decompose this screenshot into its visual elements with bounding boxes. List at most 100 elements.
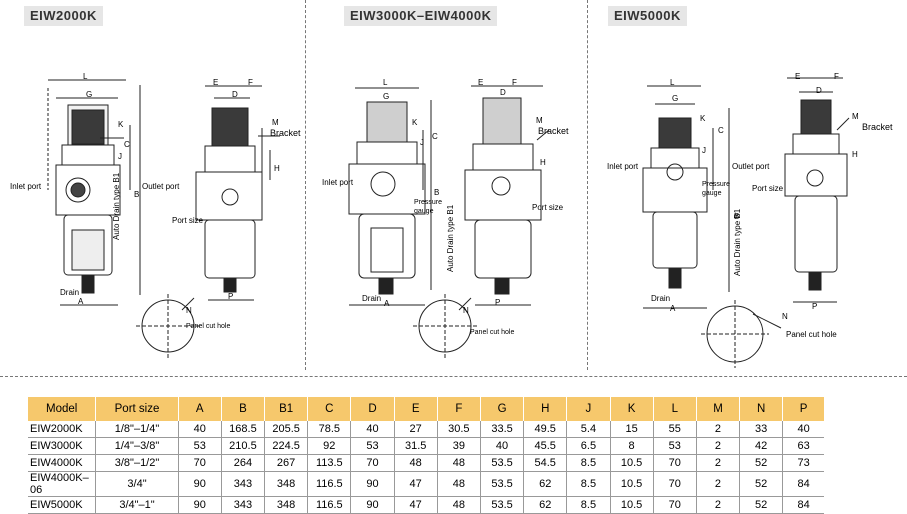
dim-label-b: B — [134, 190, 140, 199]
table-cell: 52 — [739, 471, 784, 497]
panel-title-eiw2000k: EIW2000K — [24, 6, 103, 26]
table-cell: 40 — [480, 437, 525, 455]
dim-label-k: K — [700, 114, 706, 123]
dim-label-m: M — [852, 112, 859, 121]
table-cell: 205.5 — [264, 421, 309, 438]
table-cell: 2 — [696, 421, 741, 438]
panel-cut-hole-label: Panel cut hole — [470, 329, 515, 336]
dim-label-c: C — [124, 140, 130, 149]
table-cell: 168.5 — [221, 421, 266, 438]
dim-label-e: E — [213, 78, 219, 87]
model-cell: EIW2000K — [28, 421, 97, 438]
table-cell: 264 — [221, 454, 266, 472]
dim-label-f: F — [248, 78, 253, 87]
dim-label-g: G — [672, 94, 679, 103]
col-header: L — [653, 397, 697, 421]
dim-label-b: B — [434, 188, 440, 197]
table-cell: 15 — [610, 421, 654, 438]
table-cell: 3/4" — [95, 471, 179, 497]
outlet-port-label: Outlet port — [142, 182, 180, 191]
dim-label-p: P — [495, 298, 501, 307]
col-header: P — [782, 397, 824, 421]
dim-label-c: C — [432, 132, 438, 141]
dim-label-e: E — [478, 78, 484, 87]
col-header: J — [566, 397, 611, 421]
dim-label-g: G — [86, 90, 93, 99]
table-cell: 84 — [782, 496, 824, 514]
dim-label-h: H — [274, 164, 280, 173]
table-cell: 70 — [350, 454, 395, 472]
table-cell: 116.5 — [307, 471, 352, 497]
table-cell: 1/8"–1/4" — [95, 421, 179, 438]
dim-label-n: N — [186, 306, 192, 315]
table-cell: 53.5 — [480, 496, 525, 514]
table-cell: 53.5 — [480, 454, 525, 472]
table-cell: 53 — [350, 437, 395, 455]
table-cell: 40 — [782, 421, 824, 438]
table-cell: 70 — [653, 471, 697, 497]
table-cell: 78.5 — [307, 421, 352, 438]
table-cell: 267 — [264, 454, 309, 472]
table-header-row: Model Port size A B B1 C D E F G H J K L… — [28, 397, 824, 421]
table-cell: 8.5 — [566, 454, 611, 472]
model-cell: EIW3000K — [28, 437, 97, 455]
bracket-label: Bracket — [270, 128, 301, 138]
table-cell: 348 — [264, 496, 309, 514]
panel-title-eiw3000k-4000k: EIW3000K–EIW4000K — [344, 6, 498, 26]
table-cell: 63 — [782, 437, 824, 455]
dim-label-c: C — [718, 126, 724, 135]
col-header: B — [221, 397, 266, 421]
col-header: M — [696, 397, 741, 421]
col-header: B1 — [264, 397, 309, 421]
dim-label-p: P — [228, 292, 234, 301]
table-cell: 53 — [178, 437, 222, 455]
table-cell: 90 — [350, 471, 395, 497]
outlet-port-label: Outlet port — [732, 162, 770, 171]
dim-label-j: J — [702, 146, 706, 155]
table-cell: 53.5 — [480, 471, 525, 497]
table-cell: 90 — [178, 471, 222, 497]
inlet-port-label: Inlet port — [322, 178, 354, 187]
table-cell: 40 — [350, 421, 395, 438]
col-header: N — [739, 397, 784, 421]
drain-label: Drain — [362, 294, 382, 303]
table-cell: 48 — [437, 496, 481, 514]
col-header: F — [437, 397, 481, 421]
table-cell: 1/4"–3/8" — [95, 437, 179, 455]
model-cell: EIW5000K — [28, 496, 97, 514]
table-cell: 10.5 — [610, 496, 654, 514]
pressure-gauge-label: Pressure gauge — [414, 199, 443, 215]
drain-label: Drain — [651, 294, 671, 303]
dim-label-l: L — [83, 72, 88, 81]
table-cell: 49.5 — [523, 421, 568, 438]
port-size-label: Port size — [532, 203, 564, 212]
table-cell: 42 — [739, 437, 784, 455]
col-header: D — [350, 397, 395, 421]
table-cell: 3/4"–1" — [95, 496, 179, 514]
model-cell: EIW4000K — [28, 454, 97, 472]
table-cell: 5.4 — [566, 421, 611, 438]
dim-label-f: F — [834, 72, 839, 81]
table-cell: 53 — [653, 437, 697, 455]
table-cell: 343 — [221, 471, 266, 497]
dim-label-n: N — [782, 312, 788, 321]
model-cell: EIW4000K–06 — [28, 471, 97, 497]
dim-label-k: K — [118, 120, 124, 129]
auto-drain-label: Auto Drain type B1 — [446, 204, 455, 272]
table-cell: 33 — [739, 421, 784, 438]
drawing-eiw5000k — [642, 77, 850, 368]
dim-label-a: A — [384, 299, 390, 308]
table-cell: 2 — [696, 454, 741, 472]
col-header: H — [523, 397, 568, 421]
inlet-port-label: Inlet port — [607, 162, 639, 171]
table-cell: 47 — [394, 471, 438, 497]
table-cell: 70 — [178, 454, 222, 472]
panel-cut-hole-label: Panel cut hole — [186, 323, 231, 330]
col-header: Port size — [95, 397, 179, 421]
drain-label: Drain — [60, 288, 80, 297]
dim-label-g: G — [383, 92, 390, 101]
table-cell: 70 — [653, 496, 697, 514]
